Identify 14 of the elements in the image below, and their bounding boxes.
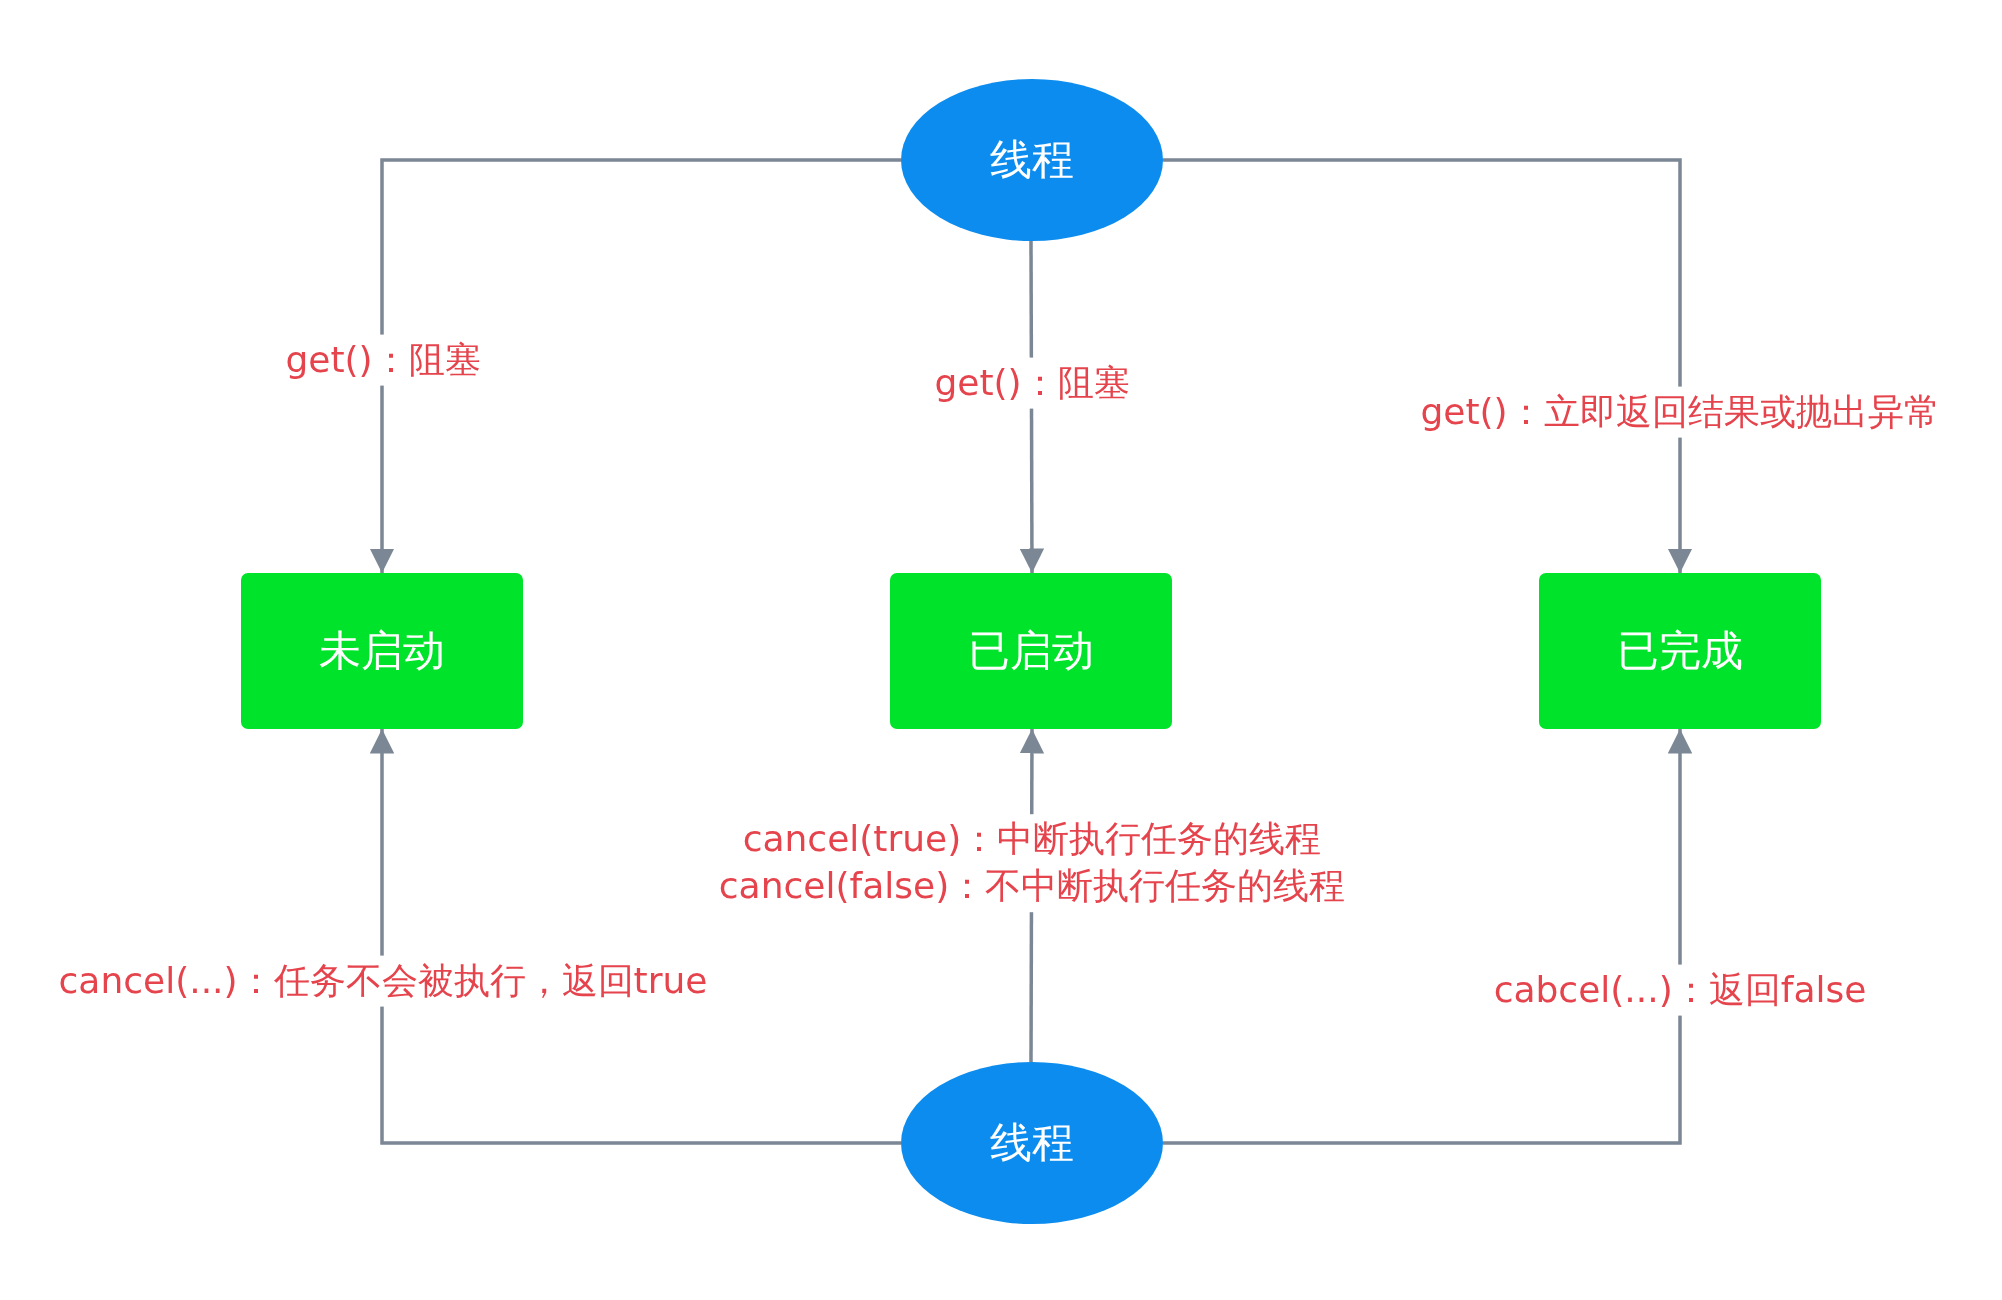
node-label: 未启动 [319,625,445,677]
node-label: 已启动 [968,625,1094,677]
thread-ellipse [901,79,1163,241]
node-label: 线程 [990,1117,1074,1169]
node-label: 已完成 [1617,625,1743,677]
node-label: 线程 [990,134,1074,186]
arrow [369,729,901,1145]
state-box [1539,573,1821,729]
state-box [890,573,1172,729]
arrow [369,158,901,573]
arrow [1163,729,1693,1145]
arrow [1163,158,1693,573]
state-box [241,573,523,729]
thread-ellipse [901,1062,1163,1224]
